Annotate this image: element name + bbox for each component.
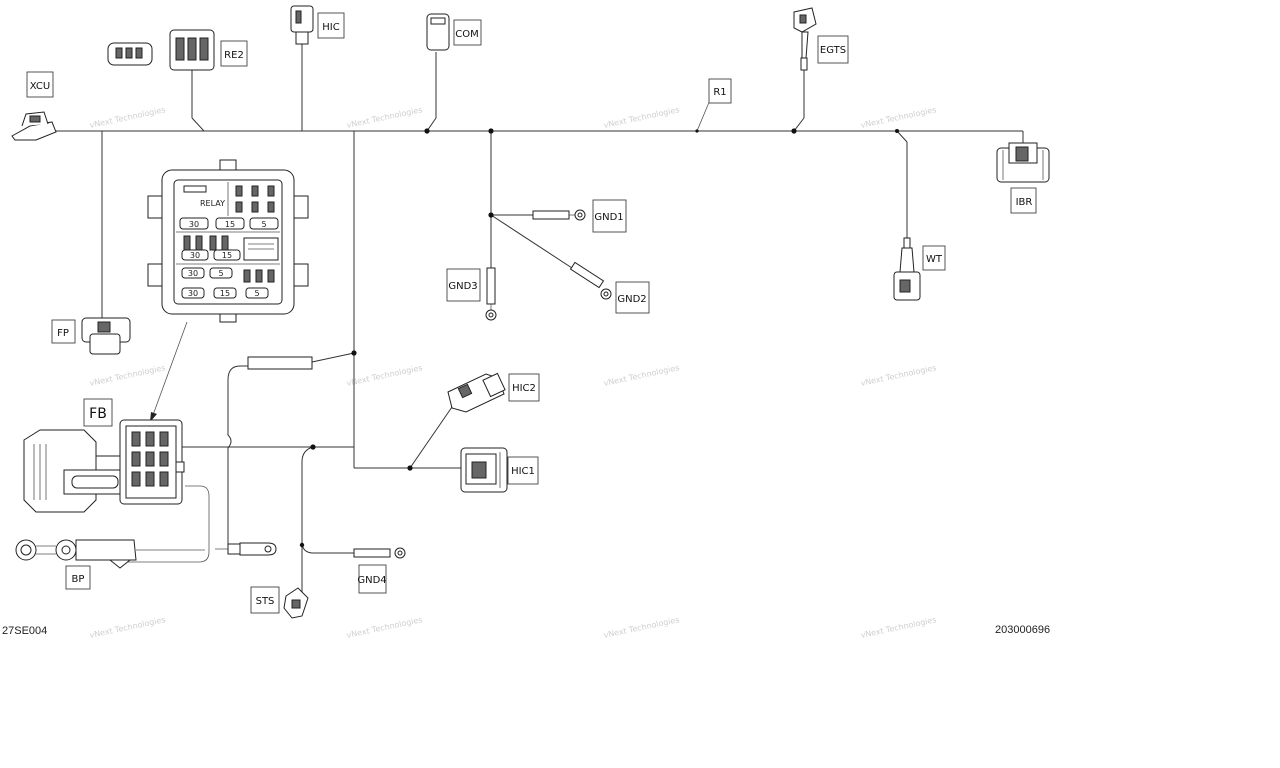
fuse-value: 5 <box>254 289 259 298</box>
label-fb-text: FB <box>89 406 107 422</box>
label-com: COM <box>453 19 482 46</box>
watermark: vNext Technologies <box>860 363 937 388</box>
label-gnd1-text: GND1 <box>594 212 623 223</box>
label-com-text: COM <box>455 29 478 40</box>
hic1-connector <box>460 447 508 493</box>
gnd3-terminal <box>485 267 497 321</box>
watermark: vNext Technologies <box>603 615 680 640</box>
label-gnd2: GND2 <box>615 281 650 314</box>
bp-lug <box>227 542 277 556</box>
label-gnd3: GND3 <box>446 268 481 302</box>
bp-terminal <box>15 539 137 569</box>
label-hic: HIC <box>317 12 345 39</box>
gnd4-terminal <box>353 547 406 559</box>
fuse-value: 15 <box>225 220 235 229</box>
label-hic2-text: HIC2 <box>512 383 536 394</box>
label-hic1-text: HIC1 <box>511 466 535 477</box>
label-gnd4-text: GND4 <box>357 575 386 586</box>
fuse-box: RELAY 30 15 5 30 15 30 5 30 <box>147 159 309 323</box>
label-egts-text: EGTS <box>820 45 846 56</box>
label-wt-text: WT <box>926 254 943 265</box>
fuse-value: 30 <box>188 269 198 278</box>
figure-code-right: 203000696 <box>995 624 1050 636</box>
r1-splice <box>695 129 699 133</box>
label-gnd2-text: GND2 <box>617 294 646 305</box>
watermark: vNext Technologies <box>860 615 937 640</box>
wt-sensor <box>893 237 921 301</box>
label-r1: R1 <box>708 78 732 104</box>
label-fp: FP <box>51 319 76 344</box>
re2-connector <box>107 29 215 71</box>
label-ibr: IBR <box>1010 187 1037 214</box>
fuse-value: 15 <box>222 251 232 260</box>
label-sts: STS <box>250 586 280 614</box>
ibr-connector <box>996 142 1050 183</box>
fb-connector <box>23 419 185 513</box>
sts-sensor <box>283 587 309 619</box>
label-bp: BP <box>65 565 91 590</box>
fuse-value: 5 <box>218 269 223 278</box>
watermark: vNext Technologies <box>603 363 680 388</box>
label-gnd4: GND4 <box>357 564 387 594</box>
label-sts-text: STS <box>256 596 275 607</box>
label-re2: RE2 <box>220 40 248 67</box>
watermark: vNext Technologies <box>346 615 423 640</box>
label-egts: EGTS <box>817 35 849 64</box>
label-bp-text: BP <box>72 574 85 585</box>
harness-sleeve <box>247 356 313 370</box>
xcu-connector <box>11 111 57 141</box>
label-xcu-text: XCU <box>30 81 50 92</box>
label-hic-text: HIC <box>322 22 339 33</box>
fp-connector <box>81 317 131 355</box>
fuse-value: 30 <box>188 289 198 298</box>
label-fp-text: FP <box>57 328 69 339</box>
fuse-value: 30 <box>189 220 199 229</box>
hic-connector <box>290 5 314 45</box>
label-gnd3-text: GND3 <box>448 281 477 292</box>
egts-sensor <box>793 7 817 71</box>
watermark: vNext Technologies <box>346 363 423 388</box>
watermark: vNext Technologies <box>89 363 166 388</box>
fuse-value: 5 <box>261 220 266 229</box>
label-hic2: HIC2 <box>508 373 540 402</box>
label-r1-text: R1 <box>713 87 726 98</box>
label-fb: FB <box>83 398 113 427</box>
gnd1-terminal <box>532 209 586 221</box>
watermark: vNext Technologies <box>89 615 166 640</box>
com-connector <box>426 13 450 51</box>
watermark: vNext Technologies <box>860 105 937 130</box>
fuse-value: 15 <box>220 289 230 298</box>
label-xcu: XCU <box>26 71 54 98</box>
label-wt: WT <box>922 245 946 271</box>
watermark: vNext Technologies <box>603 105 680 130</box>
watermark: vNext Technologies <box>346 105 423 130</box>
label-re2-text: RE2 <box>224 50 244 61</box>
watermark: vNext Technologies <box>89 105 166 130</box>
gnd2-terminal <box>569 261 612 300</box>
relay-label: RELAY <box>200 199 225 208</box>
component-labels: XCU RE2 HIC COM EGTS R1 IBR GND1 <box>26 12 1037 614</box>
label-hic1: HIC1 <box>507 456 539 485</box>
figure-code-left: 27SE004 <box>2 625 47 637</box>
label-ibr-text: IBR <box>1016 197 1033 208</box>
fuse-value: 30 <box>190 251 200 260</box>
junction-nodes <box>299 128 899 548</box>
label-gnd1: GND1 <box>592 199 627 233</box>
hic2-connector <box>447 372 506 413</box>
